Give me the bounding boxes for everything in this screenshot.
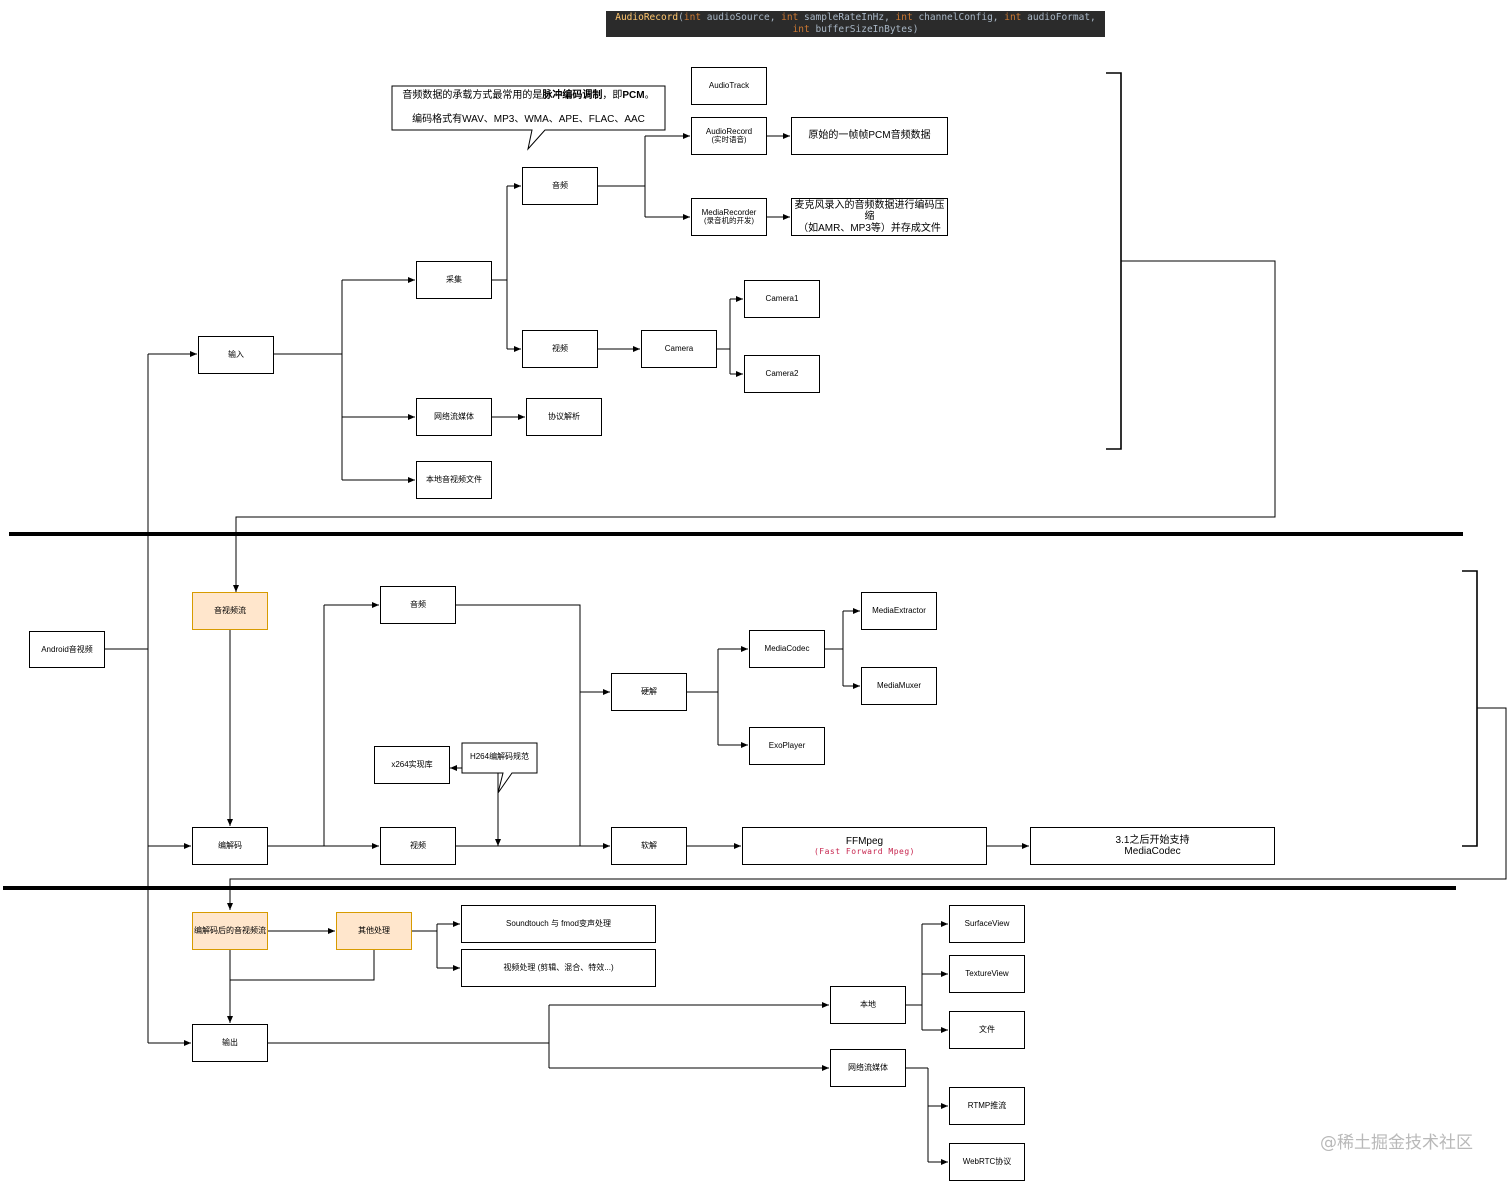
node-av-stream[interactable]: 音视频流 bbox=[192, 592, 268, 630]
node-camera2[interactable]: Camera2 bbox=[744, 355, 820, 393]
node-ffmpeg[interactable]: FFMpeg(Fast Forward Mpeg) bbox=[742, 827, 987, 865]
node-x264[interactable]: x264实现库 bbox=[374, 746, 450, 784]
node-other-process[interactable]: 其他处理 bbox=[336, 912, 412, 950]
watermark: @稀土掘金技术社区 bbox=[1320, 1133, 1473, 1153]
h264-callout-text: H264编解码规范 bbox=[469, 752, 530, 761]
node-mediarecorder[interactable]: MediaRecorder(录音机的开发) bbox=[691, 198, 767, 236]
node-codec-video[interactable]: 视频 bbox=[380, 827, 456, 865]
node-local[interactable]: 本地 bbox=[830, 986, 906, 1024]
h264-callout-bubble bbox=[461, 742, 538, 794]
node-net-stream-out[interactable]: 网络流媒体 bbox=[830, 1049, 906, 1087]
node-exoplayer[interactable]: ExoPlayer bbox=[749, 727, 825, 765]
node-video-process[interactable]: 视频处理 (剪辑、混合、特效...) bbox=[461, 949, 656, 987]
node-capture-video[interactable]: 视频 bbox=[522, 330, 598, 368]
node-mediaextractor[interactable]: MediaExtractor bbox=[861, 592, 937, 630]
node-hw-decode[interactable]: 硬解 bbox=[611, 673, 687, 711]
node-input[interactable]: 输入 bbox=[198, 336, 274, 374]
node-camera1[interactable]: Camera1 bbox=[744, 280, 820, 318]
audio-callout-bubble bbox=[391, 85, 666, 151]
node-capture[interactable]: 采集 bbox=[416, 261, 492, 299]
node-pcm-raw[interactable]: 原始的一帧帧PCM音频数据 bbox=[791, 117, 948, 155]
node-android-av[interactable]: Android音视频 bbox=[29, 631, 105, 668]
node-audiotrack[interactable]: AudioTrack bbox=[691, 67, 767, 105]
audiorecord-signature-code: AudioRecord(int audioSource, int sampleR… bbox=[606, 11, 1105, 37]
node-capture-audio[interactable]: 音频 bbox=[522, 167, 598, 205]
node-protocol-parse[interactable]: 协议解析 bbox=[526, 398, 602, 436]
node-webrtc[interactable]: WebRTC协议 bbox=[949, 1143, 1025, 1181]
node-decoded-stream[interactable]: 编解码后的音视频流 bbox=[192, 912, 268, 950]
audio-callout-text: 音频数据的承载方式最常用的是脉冲编码调制，即PCM。 编码格式有WAV、MP3、… bbox=[402, 90, 655, 125]
node-mediacodec[interactable]: MediaCodec bbox=[749, 630, 825, 668]
node-textureview[interactable]: TextureView bbox=[949, 955, 1025, 993]
node-sw-decode[interactable]: 软解 bbox=[611, 827, 687, 865]
node-mediamuxer[interactable]: MediaMuxer bbox=[861, 667, 937, 705]
node-net-stream-in[interactable]: 网络流媒体 bbox=[416, 398, 492, 436]
node-mic-encode[interactable]: 麦克风录入的音频数据进行编码压缩（如AMR、MP3等）并存成文件 bbox=[791, 198, 948, 236]
node-file[interactable]: 文件 bbox=[949, 1011, 1025, 1049]
node-rtmp[interactable]: RTMP推流 bbox=[949, 1087, 1025, 1125]
node-codec-audio[interactable]: 音频 bbox=[380, 586, 456, 624]
node-audiorecord[interactable]: AudioRecord(实时语音) bbox=[691, 117, 767, 155]
node-camera[interactable]: Camera bbox=[641, 330, 717, 368]
node-local-file[interactable]: 本地音视频文件 bbox=[416, 461, 492, 499]
node-soundtouch[interactable]: Soundtouch 与 fmod变声处理 bbox=[461, 905, 656, 943]
node-surfaceview[interactable]: SurfaceView bbox=[949, 905, 1025, 943]
node-output[interactable]: 输出 bbox=[192, 1024, 268, 1062]
node-codec[interactable]: 编解码 bbox=[192, 827, 268, 865]
